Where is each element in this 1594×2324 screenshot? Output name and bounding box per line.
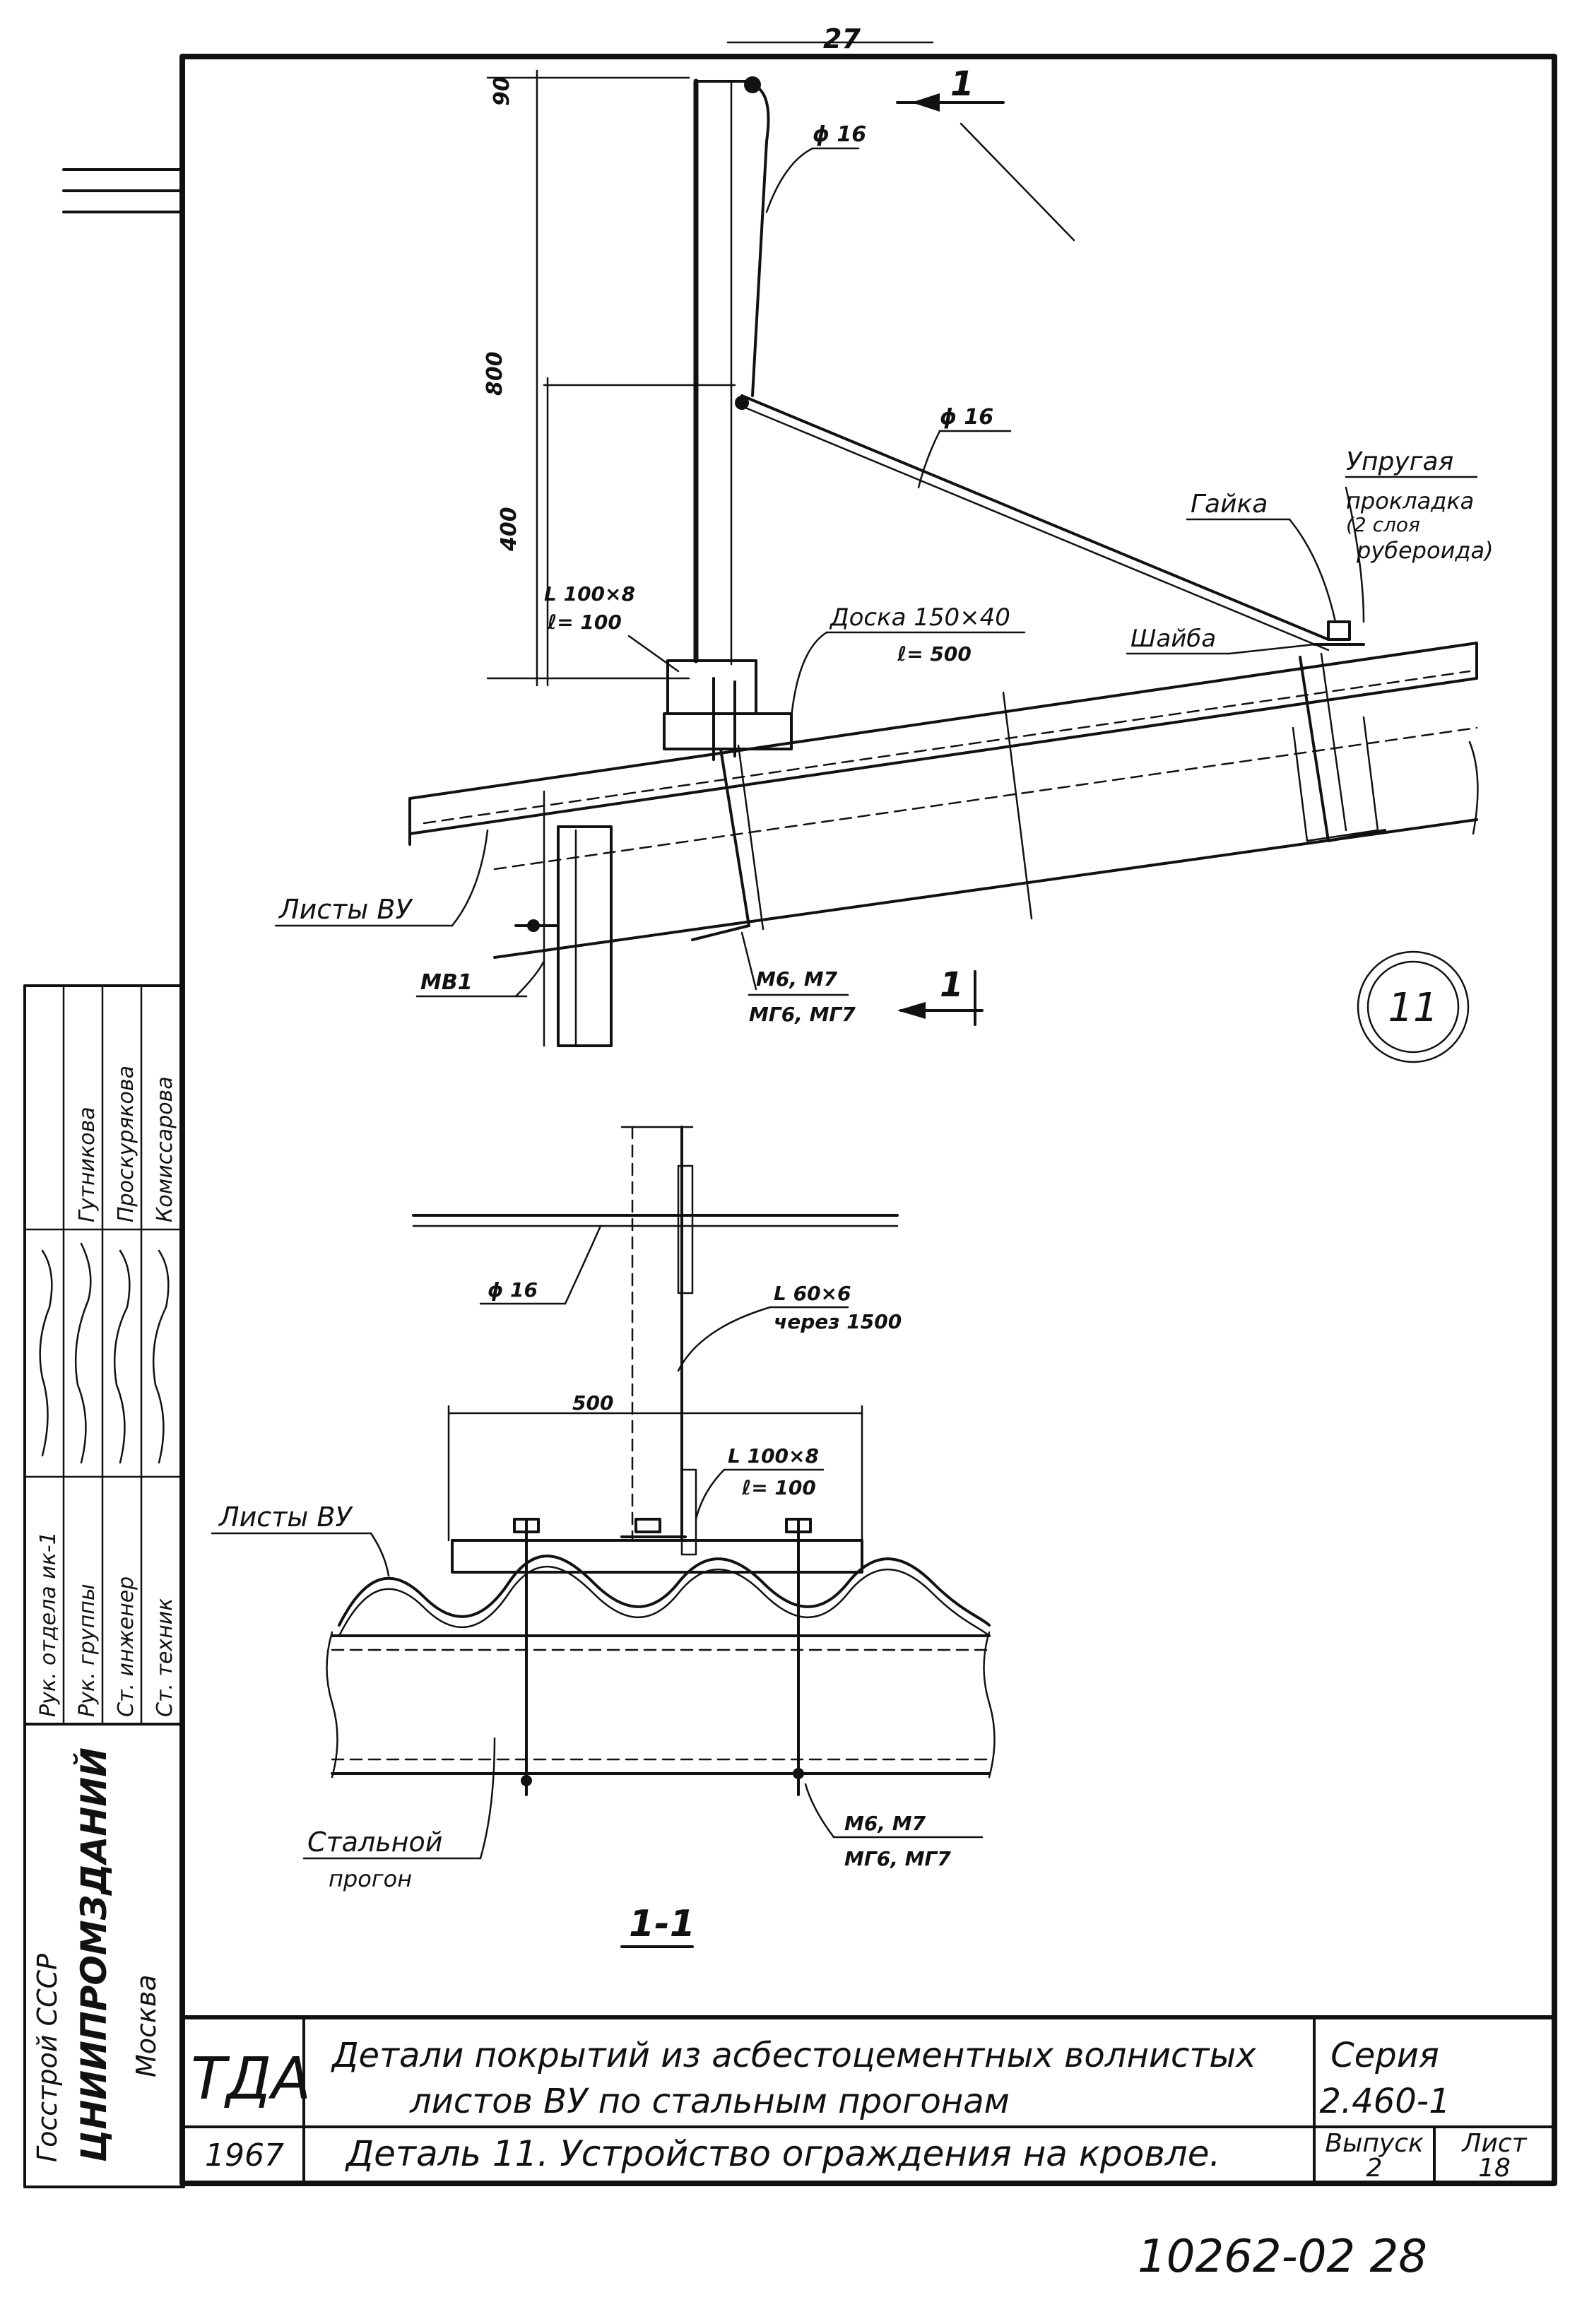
section-mark-bottom-label: 1 — [940, 965, 963, 1005]
signature-4 — [152, 1249, 170, 1464]
sheets-label-section: Листы ВУ — [218, 1502, 353, 1533]
section-labels: ϕ 16 L 60×6 через 1500 500 L 100×8 ℓ= 10… — [211, 1225, 984, 1948]
top-dimension: 27 — [726, 23, 934, 54]
signature-2 — [74, 1242, 92, 1464]
m6-label-detail-1: М6, М7 — [756, 967, 838, 991]
nut-label: Гайка — [1191, 490, 1268, 519]
m6-label-section-2: МГ6, МГ7 — [844, 1847, 951, 1870]
angle100-label-1: L 100×8 — [728, 1444, 819, 1468]
section-title: 1-1 — [629, 1903, 695, 1945]
m6-label-detail-2: МГ6, МГ7 — [749, 1003, 856, 1026]
elastic-pad-line2: прокладка — [1346, 488, 1474, 514]
stamp-name-4: Комиссарова — [153, 1076, 177, 1222]
elastic-pad-line1: Упругая — [1346, 447, 1453, 476]
section-cut-mark-bottom: 1 — [897, 965, 984, 1026]
mv1-label: МВ1 — [420, 970, 473, 995]
stamp-org-1: Госстрой СССР — [32, 1954, 63, 2162]
washer-label: Шайба — [1130, 625, 1216, 653]
stamp-role-4: Ст. техник — [153, 1598, 177, 1717]
angle100-label-2: ℓ= 100 — [741, 1476, 816, 1499]
section-rod-label: ϕ 16 — [488, 1278, 538, 1302]
elastic-pad-line4: рубероида) — [1356, 537, 1494, 564]
detail-number: 11 — [1388, 985, 1438, 1031]
dim-500-label: 500 — [572, 1391, 613, 1415]
rod-top-label: ϕ 16 — [813, 122, 866, 147]
stamp-role-2: Рук. группы — [75, 1583, 100, 1717]
dim-800: 800 — [483, 351, 507, 396]
detail-labels: ϕ 16 ϕ 16 Упругая прокладка (2 слоя рубе… — [274, 122, 1494, 1026]
section-mark-top-label: 1 — [950, 64, 974, 104]
title-block: ТДА 1967 Детали покрытий из асбестоцемен… — [191, 2036, 1528, 2183]
dim-400: 400 — [497, 507, 521, 552]
stamp-name-2: Гутникова — [75, 1107, 100, 1222]
m6-label-section-1: М6, М7 — [844, 1812, 926, 1835]
top-dim-label: 27 — [823, 23, 861, 54]
issue-value: 2 — [1366, 2154, 1383, 2183]
signature-3 — [113, 1249, 131, 1464]
angle60-label-1: L 60×6 — [774, 1282, 851, 1305]
section-view — [326, 1126, 996, 1796]
purlin-label-2: прогон — [329, 1865, 412, 1892]
sheet-frame — [62, 54, 1557, 2186]
purlin-label-1: Стальной — [307, 1827, 442, 1858]
series-value: 2.460-1 — [1319, 2082, 1450, 2121]
dim-90: 90 — [490, 76, 514, 106]
title-subtitle: Деталь 11. Устройство ограждения на кров… — [345, 2133, 1220, 2174]
angle-label-1: L 100×8 — [544, 582, 635, 606]
title-line-1: Детали покрытий из асбестоцементных волн… — [331, 2036, 1256, 2075]
stamp-role-3: Ст. инженер — [114, 1576, 138, 1717]
side-stamp: Госстрой СССР ЦНИИПРОМЗДАНИЙ Москва Рук.… — [23, 984, 185, 2188]
rod-brace-label: ϕ 16 — [940, 405, 993, 430]
series-label: Серия — [1330, 2036, 1439, 2075]
footer-number: 10262-02 28 — [1138, 2231, 1427, 2283]
title-year: 1967 — [205, 2137, 284, 2173]
sheet-label: Лист — [1460, 2129, 1527, 2158]
stamp-org-3: Москва — [131, 1974, 162, 2077]
signature-1 — [39, 1249, 53, 1457]
detail-view: 90 800 400 — [408, 69, 1479, 1047]
title-line-2: листов ВУ по стальным прогонам — [409, 2082, 1010, 2121]
title-code: ТДА — [191, 2046, 311, 2113]
stamp-name-3: Проскурякова — [114, 1066, 138, 1222]
board-label-1: Доска 150×40 — [829, 603, 1010, 632]
board-label-2: ℓ= 500 — [897, 642, 972, 666]
elastic-pad-line3: (2 слоя — [1346, 513, 1420, 536]
sheet-value: 18 — [1478, 2154, 1511, 2183]
issue-label: Выпуск — [1325, 2129, 1424, 2158]
section-cut-mark-top: 1 — [896, 64, 1075, 242]
angle60-label-2: через 1500 — [774, 1310, 902, 1333]
stamp-role-1: Рук. отдела ик-1 — [36, 1531, 61, 1717]
sheets-label-detail: Листы ВУ — [278, 894, 413, 925]
stamp-org-2: ЦНИИПРОМЗДАНИЙ — [73, 1747, 114, 2162]
angle-label-2: ℓ= 100 — [547, 611, 622, 634]
detail-number-badge: 11 — [1357, 950, 1470, 1063]
